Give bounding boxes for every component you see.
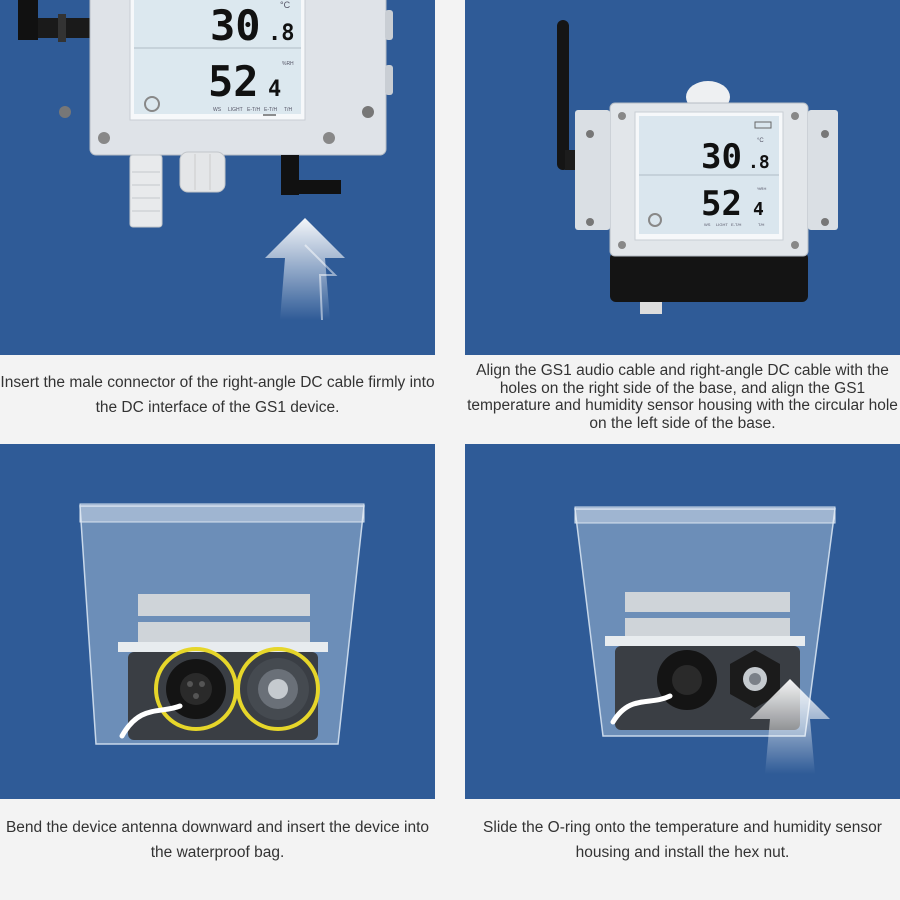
- mode-label: T/H: [758, 222, 765, 227]
- temperature-decimal: .8: [268, 21, 295, 46]
- step-2-caption: Align the GS1 audio cable and right-angl…: [467, 362, 898, 432]
- gs1-device: 30 .8 °C 52 4 %RH WS LIGHT E-T/H T/H: [575, 102, 838, 257]
- step-1-caption: Insert the male connector of the right-a…: [0, 374, 435, 416]
- humidity-value: 52: [701, 184, 742, 224]
- insert-arrow: [265, 218, 345, 320]
- antenna-cable: [610, 693, 673, 725]
- antenna-connector: [18, 0, 93, 42]
- humidity-unit: %RH: [282, 61, 294, 67]
- temperature-value: 30: [701, 137, 742, 177]
- step-1-illustration: 30 .8 °C 52 4 %RH WS LIGHT E-T/H E-T/H T…: [0, 0, 435, 355]
- insert-arrow: [750, 679, 830, 774]
- step-4-caption: Slide the O-ring onto the temperature an…: [483, 819, 882, 861]
- mode-label: LIGHT: [716, 222, 728, 227]
- step-4-illustration: [465, 444, 900, 799]
- temperature-decimal: .8: [748, 152, 770, 173]
- cable-gland: [179, 151, 226, 193]
- step-3-illustration: [0, 444, 435, 799]
- sensor-housing: [129, 154, 163, 228]
- mode-label: T/H: [284, 107, 292, 113]
- mode-label: WS: [213, 107, 222, 113]
- mode-label: E-T/H: [264, 107, 277, 113]
- step-3-caption: Bend the device antenna downward and ins…: [5, 819, 430, 861]
- base-bottom: [119, 647, 320, 740]
- humidity-decimal: 4: [753, 199, 764, 220]
- temperature-unit: °C: [280, 0, 291, 10]
- highlight-ring: [236, 647, 320, 731]
- mode-label: E-T/H: [731, 222, 742, 227]
- mode-label: WS: [704, 222, 711, 227]
- dc-cable: [281, 155, 341, 195]
- gs1-device: 30 .8 °C 52 4 %RH WS LIGHT E-T/H E-T/H T…: [59, 0, 393, 156]
- humidity-decimal: 4: [268, 77, 281, 102]
- humidity-value: 52: [208, 57, 259, 106]
- waterproof-base: [610, 252, 808, 314]
- step-2-illustration: 30 .8 °C 52 4 %RH WS LIGHT E-T/H T/H: [465, 0, 900, 355]
- antenna-cable: [119, 703, 183, 739]
- mode-label: E-T/H: [247, 107, 260, 113]
- base-bottom: [610, 646, 800, 730]
- temperature-unit: °C: [757, 138, 764, 144]
- temperature-value: 30: [210, 1, 261, 50]
- humidity-unit: %RH: [757, 186, 766, 191]
- mode-label: LIGHT: [228, 107, 243, 113]
